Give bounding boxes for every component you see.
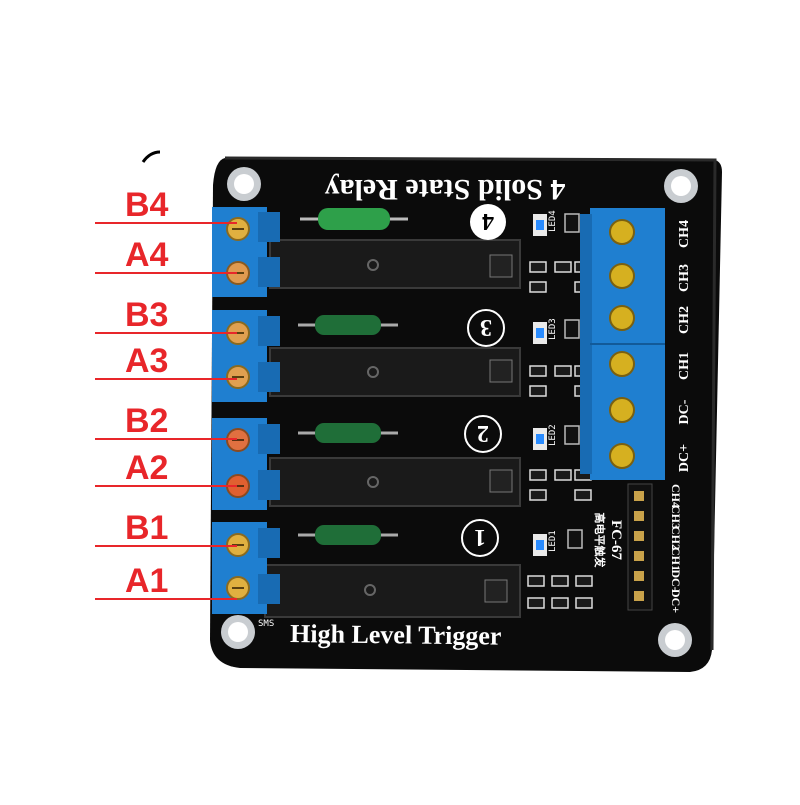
led-1: LED1 — [533, 530, 558, 556]
header-label-ch1: CH1 — [669, 547, 683, 571]
leader-line-b2 — [95, 438, 237, 440]
header-label-ch3: CH3 — [669, 505, 683, 529]
leader-line-b1 — [95, 545, 237, 547]
led-4: LED4 — [533, 210, 558, 236]
svg-text:LED4: LED4 — [548, 210, 558, 232]
left-terminal-block-lower-middle — [212, 418, 280, 510]
right-terminal-block — [580, 208, 665, 480]
fuse-2 — [298, 423, 398, 443]
callout-a2: A2 — [125, 449, 169, 487]
left-terminal-block-upper-middle — [212, 310, 280, 402]
callout-b1: B1 — [125, 509, 169, 547]
mounting-hole-bottom-left — [221, 615, 255, 649]
header-pin-labels: CH4 CH3 CH2 CH1 DC- DC+ — [669, 484, 683, 613]
svg-text:1: 1 — [474, 524, 486, 550]
relay-3 — [269, 347, 521, 397]
right-label-ch2: CH2 — [677, 306, 692, 334]
right-label-dc-plus: DC+ — [677, 444, 692, 472]
callout-a4: A4 — [125, 236, 169, 274]
mounting-hole-top-right — [664, 169, 698, 203]
channel-number-1: 1 — [461, 519, 499, 557]
callout-b2: B2 — [125, 402, 169, 440]
callout-a1: A1 — [125, 562, 169, 600]
fuse-1 — [298, 525, 398, 545]
fuse-3 — [298, 315, 398, 335]
header-label-ch4: CH4 — [669, 484, 683, 508]
right-label-ch4: CH4 — [677, 220, 692, 248]
fuse-4 — [300, 208, 408, 230]
model-label: FC-67 — [608, 520, 624, 560]
right-label-ch1: CH1 — [677, 352, 692, 380]
leader-line-b3 — [95, 332, 237, 334]
channel-number-4: 4 — [470, 204, 506, 240]
board-title: 4 Solid State Relay — [325, 173, 566, 206]
relay-1 — [264, 564, 521, 618]
svg-text:LED3: LED3 — [548, 318, 558, 340]
leader-line-a4 — [95, 272, 237, 274]
leader-line-b4 — [95, 222, 237, 224]
relay-2 — [269, 457, 521, 507]
leader-line-a1 — [95, 598, 237, 600]
callout-a3: A3 — [125, 342, 169, 380]
leader-line-a2 — [95, 485, 237, 487]
transistors — [564, 213, 583, 549]
header-label-dc-plus: DC+ — [669, 589, 683, 613]
sms-marker: SMS — [258, 619, 274, 629]
header-label-ch2: CH2 — [669, 526, 683, 550]
svg-text:3: 3 — [480, 314, 492, 340]
relay-4 — [269, 239, 521, 289]
callout-b4: B4 — [125, 186, 169, 224]
right-terminal-labels: CH4 CH3 CH2 CH1 DC- DC+ — [677, 220, 692, 472]
channel-number-3: 3 — [467, 309, 505, 347]
led-3: LED3 — [533, 318, 558, 344]
svg-text:4: 4 — [482, 208, 494, 234]
mounting-hole-top-left — [227, 167, 261, 201]
callout-b3: B3 — [125, 296, 169, 334]
pin-header — [627, 483, 653, 611]
leader-line-a3 — [95, 378, 237, 380]
channel-number-2: 2 — [464, 415, 502, 453]
svg-text:LED1: LED1 — [548, 530, 558, 552]
svg-text:2: 2 — [477, 420, 489, 446]
right-label-ch3: CH3 — [677, 264, 692, 292]
stray-mark — [141, 150, 161, 163]
led-2: LED2 — [533, 424, 558, 450]
mounting-hole-bottom-right — [658, 623, 692, 657]
svg-text:LED2: LED2 — [548, 424, 558, 446]
header-label-dc-minus: DC- — [669, 569, 683, 590]
model-chinese-label: 高电平触发 — [593, 513, 607, 569]
trigger-label: High Level Trigger — [290, 619, 502, 651]
right-label-dc-minus: DC- — [677, 399, 692, 424]
